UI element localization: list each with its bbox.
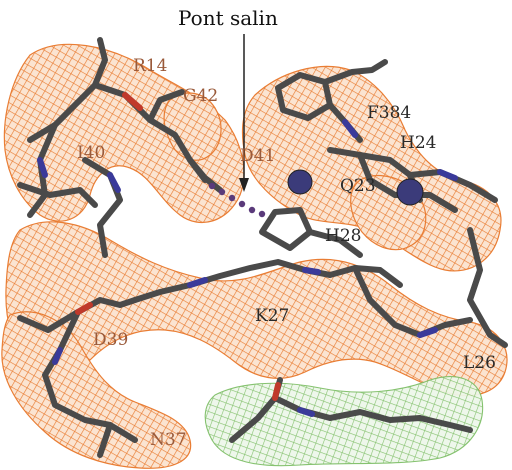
residue-label: L26	[463, 353, 496, 373]
residue-label: K27	[255, 306, 290, 326]
annotation-label: Pont salin	[178, 6, 278, 30]
annotation-arrowhead	[239, 178, 249, 192]
residue-label: G42	[183, 86, 219, 106]
residue-label: D41	[240, 146, 276, 166]
sphere-left	[287, 169, 313, 195]
heteroatom-highlights	[37, 92, 458, 417]
residue-label: D39	[93, 330, 129, 350]
residue-label: R14	[133, 56, 168, 76]
residue-label: Q23	[340, 176, 376, 196]
residue-label: N37	[150, 430, 187, 450]
residue-label: H28	[325, 226, 362, 246]
residue-label: F384	[367, 103, 412, 123]
sphere-right	[396, 178, 424, 206]
orange-density-mesh	[1, 43, 508, 469]
residue-label: I40	[77, 143, 106, 163]
salt-bridge-dots	[208, 182, 266, 218]
residue-label: H24	[400, 133, 437, 153]
